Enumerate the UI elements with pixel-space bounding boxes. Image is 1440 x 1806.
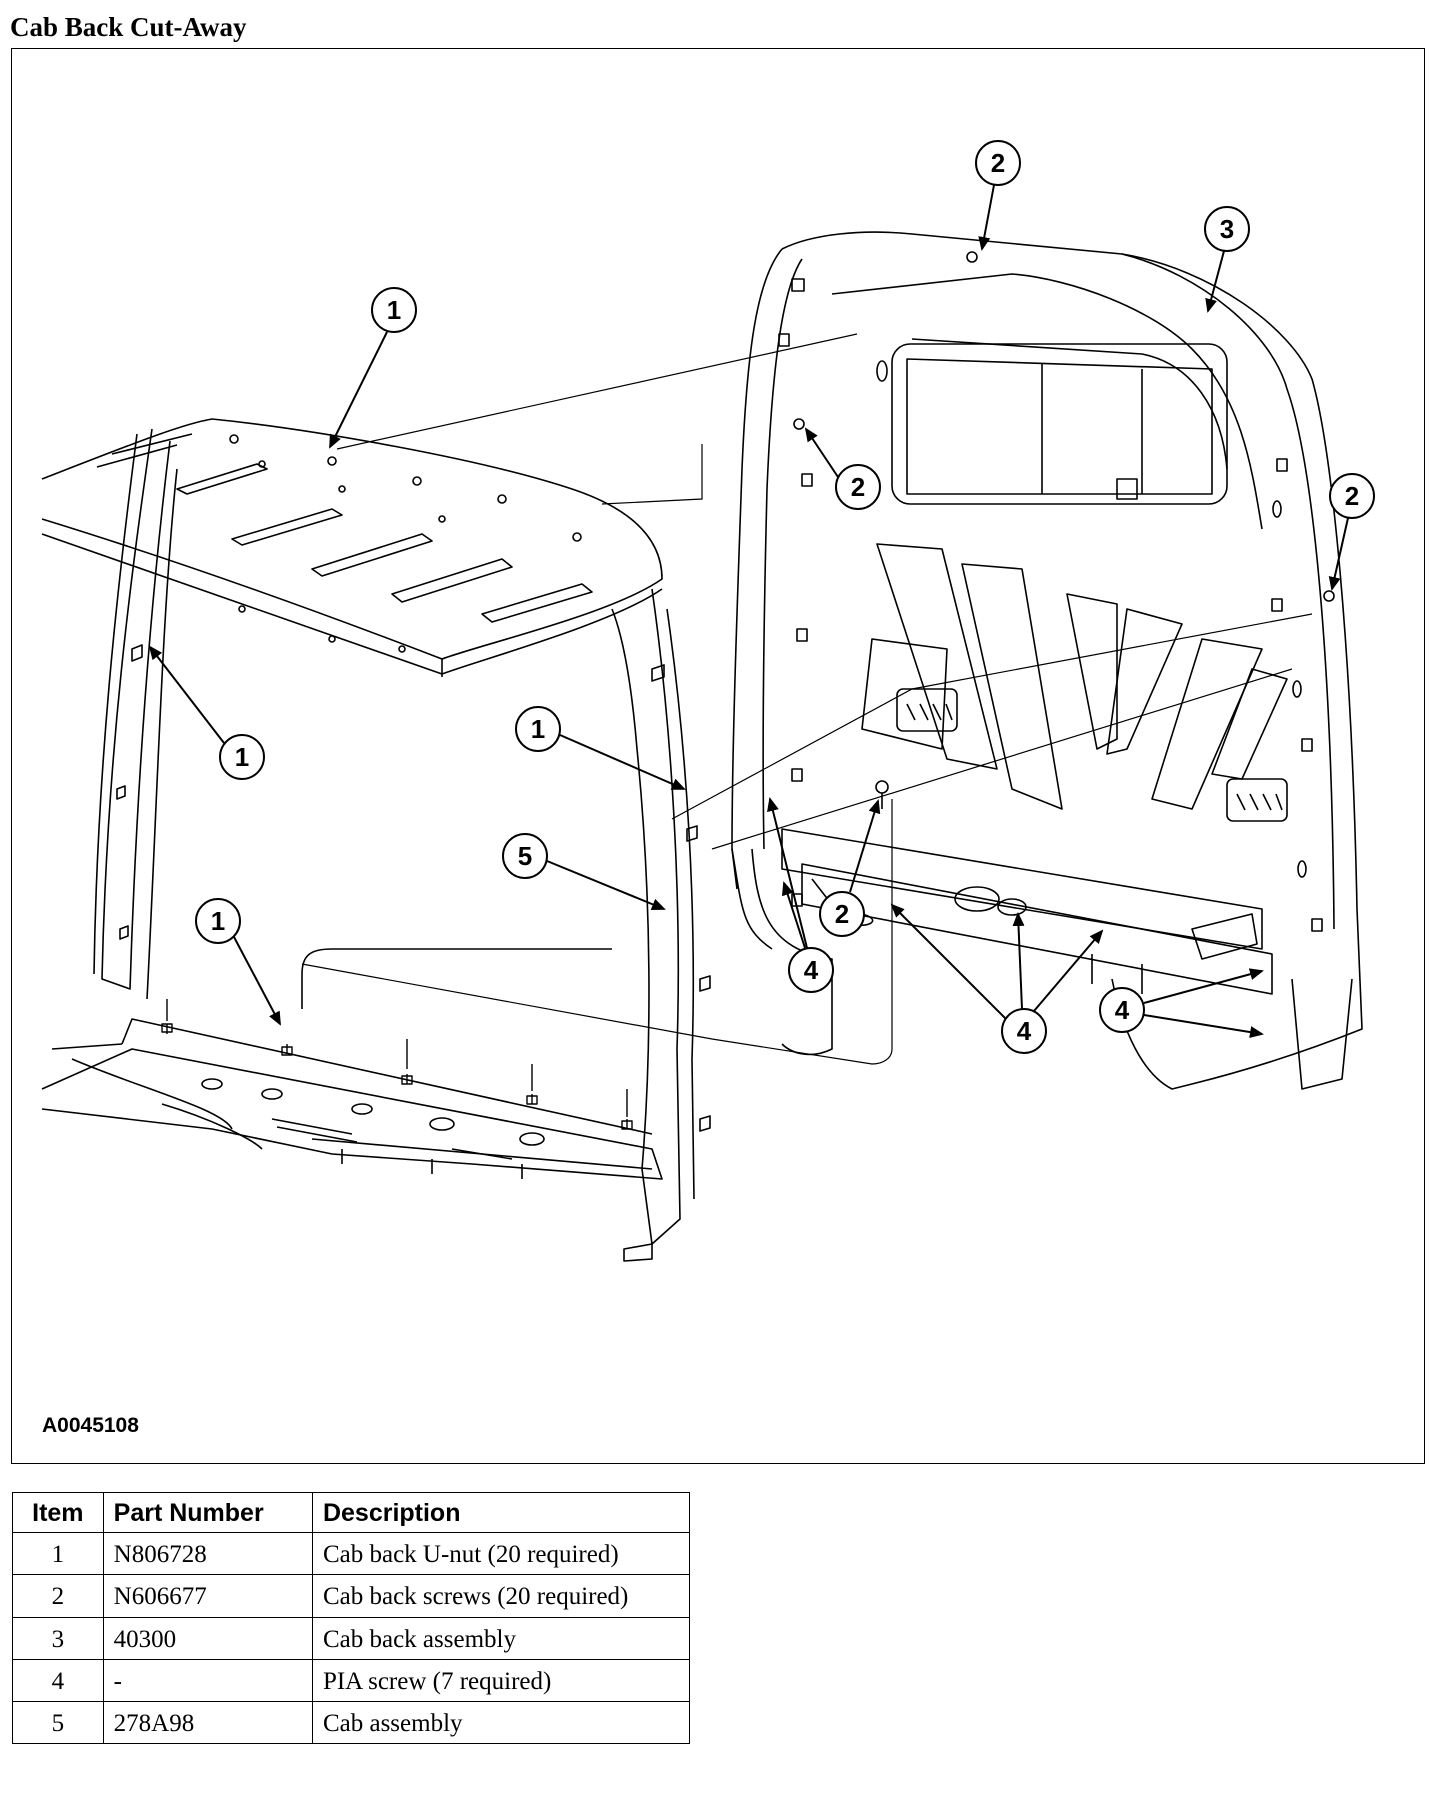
table-row: 2 N606677 Cab back screws (20 required)	[12, 1574, 691, 1618]
column-header-item: Item	[12, 1492, 104, 1533]
cell-description: Cab back assembly	[311, 1616, 691, 1660]
callout-2-top: 2	[975, 140, 1021, 251]
svg-text:4: 4	[804, 955, 819, 985]
callout-3: 3	[1204, 206, 1250, 313]
cell-part-number: 278A98	[102, 1700, 313, 1745]
column-header-description: Description	[311, 1492, 691, 1533]
page-title: Cab Back Cut-Away	[10, 12, 247, 42]
table-row: 4 - PIA screw (7 required)	[12, 1658, 691, 1703]
callout-1-roof: 1	[329, 287, 417, 449]
svg-text:2: 2	[835, 899, 849, 929]
table-row: 1 N806728 Cab back U-nut (20 required)	[12, 1531, 691, 1576]
svg-text:1: 1	[387, 295, 401, 325]
cell-description: PIA screw (7 required)	[311, 1658, 691, 1703]
callout-2-lower: 2	[819, 799, 881, 937]
svg-text:1: 1	[235, 742, 249, 772]
table-header-row: Item Part Number Description	[12, 1492, 691, 1533]
callout-1-left-pillar: 1	[148, 645, 265, 780]
svg-text:3: 3	[1220, 214, 1234, 244]
table-row: 3 40300 Cab back assembly	[12, 1616, 691, 1660]
cell-part-number: -	[102, 1658, 313, 1703]
callout-1-right-pillar: 1	[515, 706, 686, 790]
cab-assembly-drawing	[41, 418, 711, 1262]
exploded-view-figure: 1 1 1 1 2	[11, 48, 1425, 1464]
figure-id-label: A0045108	[42, 1414, 139, 1437]
cell-description: Cab assembly	[311, 1700, 691, 1745]
callout-2-right: 2	[1328, 473, 1375, 591]
svg-text:4: 4	[1115, 995, 1130, 1025]
callout-labels: 1 1 1 1 2	[148, 140, 1375, 1054]
cell-part-number: 40300	[102, 1616, 313, 1660]
cell-item: 3	[12, 1616, 104, 1660]
svg-text:1: 1	[211, 906, 225, 936]
cab-back-assembly-drawing	[731, 231, 1363, 1090]
callout-4-left: 4	[767, 797, 834, 993]
table-row: 5 278A98 Cab assembly	[12, 1700, 691, 1745]
svg-text:4: 4	[1017, 1016, 1032, 1046]
callout-5: 5	[502, 833, 666, 910]
cell-item: 4	[12, 1658, 104, 1703]
svg-text:1: 1	[531, 714, 545, 744]
svg-text:2: 2	[991, 148, 1005, 178]
cell-item: 1	[12, 1531, 104, 1576]
cell-part-number: N806728	[102, 1531, 313, 1576]
column-header-part-number: Part Number	[102, 1492, 313, 1533]
cell-item: 2	[12, 1574, 104, 1618]
svg-text:2: 2	[851, 472, 865, 502]
callout-1-sill: 1	[195, 898, 281, 1026]
callout-4-right: 4	[1099, 968, 1264, 1039]
cell-part-number: N606677	[102, 1574, 313, 1618]
cab-back-illustration: 1 1 1 1 2	[41, 140, 1375, 1262]
svg-text:2: 2	[1345, 481, 1359, 511]
callout-2-upper-left: 2	[804, 427, 881, 510]
cell-description: Cab back screws (20 required)	[311, 1574, 691, 1618]
parts-table: Item Part Number Description 1 N806728 C…	[12, 1492, 691, 1745]
callout-4-center: 4	[890, 903, 1104, 1054]
svg-text:5: 5	[518, 841, 532, 871]
alignment-lines	[301, 333, 1313, 1065]
cell-description: Cab back U-nut (20 required)	[311, 1531, 691, 1576]
cell-item: 5	[12, 1700, 104, 1745]
